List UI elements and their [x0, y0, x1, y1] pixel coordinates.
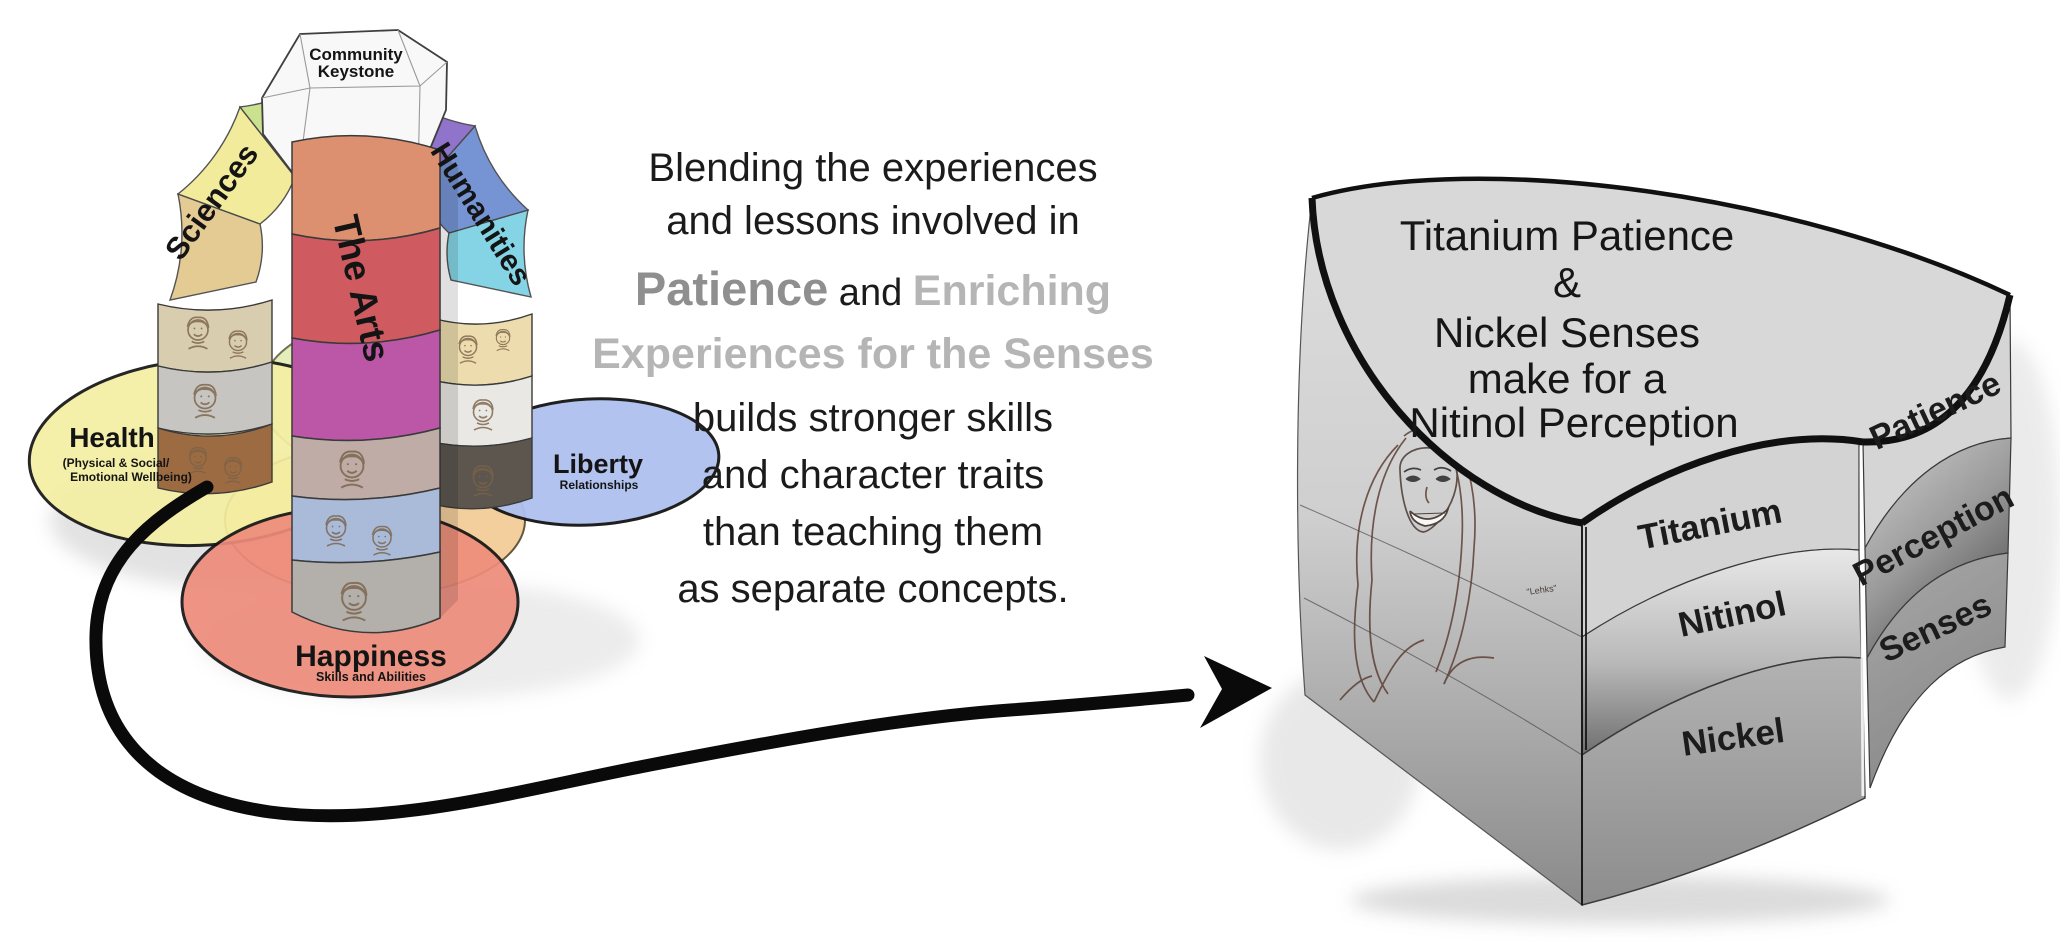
cap-senses [1866, 552, 2009, 789]
caption-line-8: as separate concepts. [677, 567, 1069, 611]
wedge-top-line-2: & [1553, 259, 1581, 306]
label-health: Health [69, 422, 155, 453]
wedge-top-line-4: make for a [1468, 355, 1667, 402]
block-beige-faces [157, 299, 273, 373]
caption-line-1: Blending the experiences [648, 146, 1098, 190]
label-liberty-sub: Relationships [560, 478, 639, 492]
wedge-top-line-3: Nickel Senses [1434, 309, 1700, 356]
left-column [157, 299, 273, 495]
wedge-top-line-5: Nitinol Perception [1409, 399, 1738, 446]
block-blue-faces [291, 487, 441, 564]
keystone-label-line1: Community [309, 45, 403, 64]
portrait-signature: "Lehks" [1526, 583, 1558, 597]
caption-line-5: builds stronger skills [692, 396, 1054, 440]
outline-left-curve [1308, 197, 1583, 527]
caption-line-7: than teaching them [702, 510, 1044, 554]
outline-front-edge [1581, 523, 1587, 905]
arrow-curve [89, 480, 1195, 823]
outline-top-edge [1311, 176, 2011, 298]
center-column [291, 134, 441, 634]
caption-line-4: Experiences for the Senses [592, 330, 1154, 378]
label-health-sub2: Emotional Wellbeing) [70, 470, 192, 484]
caption-text-block: Blending the experiences and lessons inv… [543, 148, 1203, 626]
label-happiness-sub: Skills and Abilities [316, 670, 426, 684]
band-cap-gap [1859, 446, 1865, 797]
wedge-left-face-divider-1 [1299, 504, 1583, 638]
wedge-top-text: Titanium Patience & Nickel Senses make f… [1400, 212, 1739, 446]
caption-line-3: Patience and Enriching [543, 265, 1203, 313]
caption-emphasis-enriching: Enriching [912, 267, 1112, 315]
caption-line-2: and lessons involved in [666, 199, 1080, 243]
caption-line-6: and character traits [701, 453, 1045, 497]
connector-arrow [89, 480, 1272, 823]
wedge-outlines [1308, 176, 2014, 905]
arrowhead [1200, 656, 1272, 728]
wedge-top-line-1: Titanium Patience [1400, 212, 1735, 259]
label-health-sub1: (Physical & Social/ [63, 456, 170, 470]
outline-front-top-edge [1579, 435, 1864, 526]
center-column-side-shade [440, 150, 458, 618]
ellipse-labels: Health (Physical & Social/ Emotional Wel… [63, 422, 643, 684]
band-nickel [1581, 656, 1866, 906]
block-dark-face [431, 437, 533, 510]
arch-structure: Community Keystone [27, 29, 721, 699]
keystone-label-line2: Keystone [318, 62, 395, 81]
caption-line-3-and: and [828, 272, 913, 314]
label-liberty: Liberty [553, 449, 643, 479]
caption-emphasis-patience: Patience [634, 262, 829, 315]
outline-right-curve [1862, 294, 2014, 446]
wedge-left-face-divider-2 [1303, 597, 1583, 756]
label-happiness: Happiness [295, 640, 447, 673]
nitinol-wedge: "Lehks" Titanium Patience & Nickel Sense… [1296, 176, 2020, 907]
right-column [431, 313, 533, 510]
